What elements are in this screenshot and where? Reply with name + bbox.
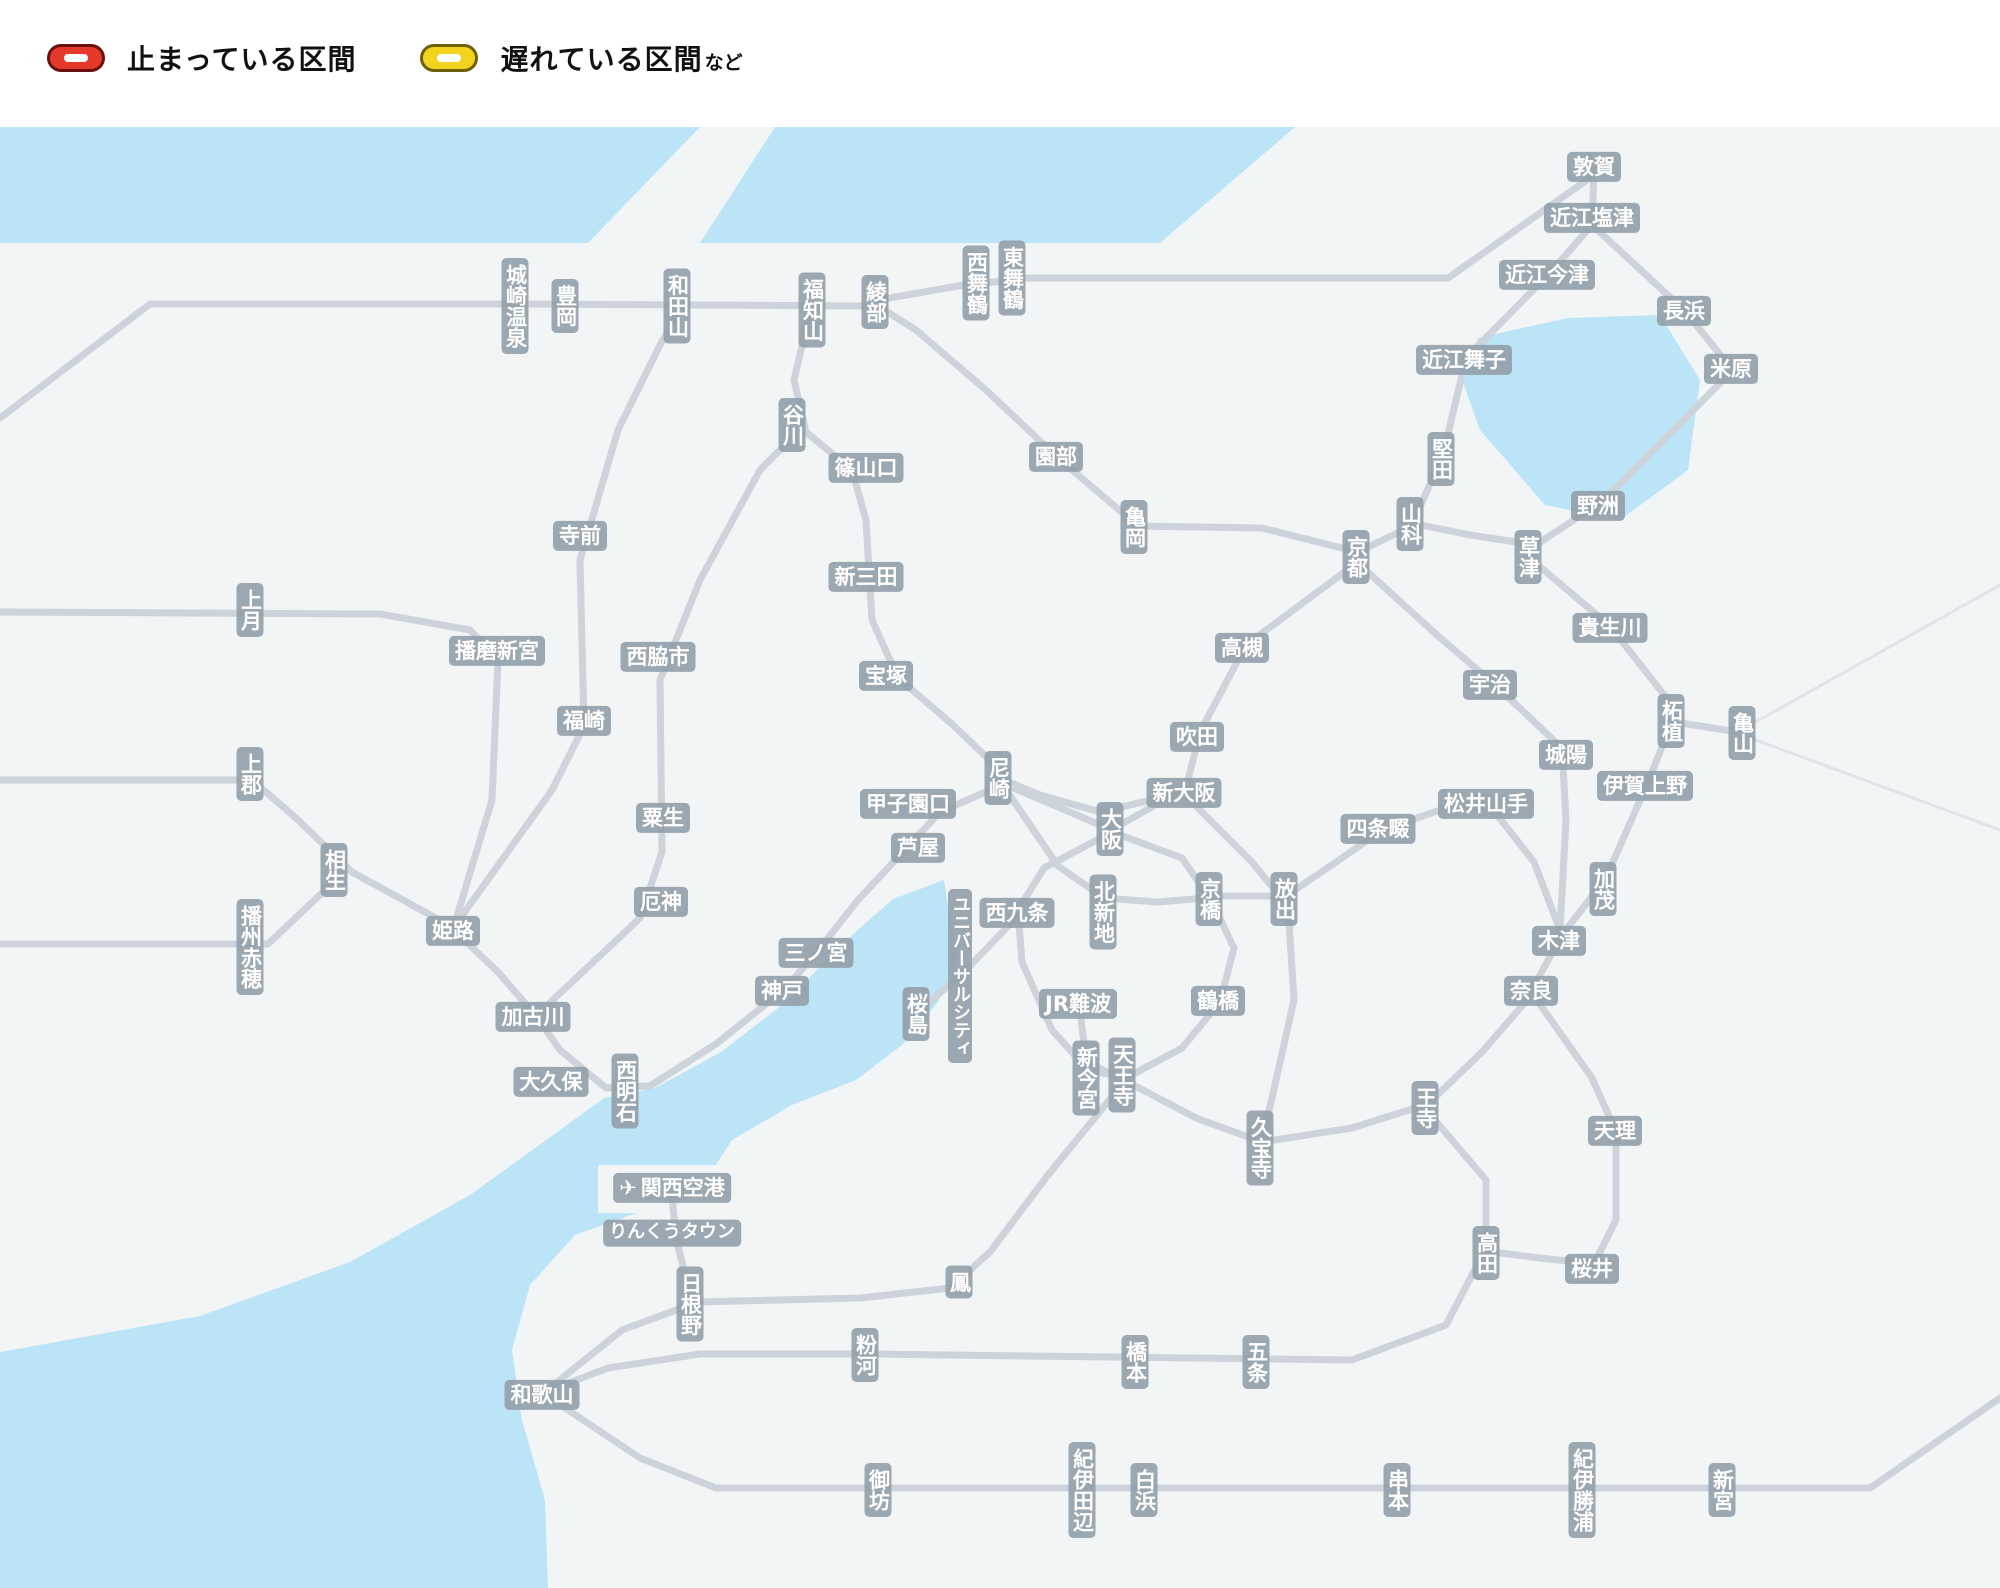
- legend-item-stopped: 止まっている区間: [47, 38, 356, 78]
- rail-line-tokaido-bypass: [1000, 776, 1190, 816]
- rail-line-hanwa: [544, 1078, 1128, 1394]
- legend-label-delayed-suffix: など: [704, 52, 743, 74]
- water-lake-biwa: [1462, 315, 1700, 520]
- rail-line-kansai-east: [1670, 718, 1742, 736]
- rail-line-nara-line: [1356, 561, 1570, 934]
- rail-line-hokuriku: [1588, 166, 1735, 372]
- legend-item-delayed: 遅れている区間 など: [420, 38, 743, 78]
- rail-line-tokai-2: [1743, 734, 2000, 832]
- rail-line-fukuchiyama-line: [790, 316, 1006, 776]
- stopped-line-icon: [47, 44, 105, 72]
- rail-line-ako-line: [0, 872, 344, 948]
- rail-line-tokai-1: [1743, 583, 2000, 730]
- legend-label-delayed: 遅れている区間: [500, 43, 703, 76]
- rail-line-osaka-higashi: [1184, 794, 1298, 1144]
- rail-line-yamatoji: [1120, 988, 1538, 1146]
- water-kanku-island: [598, 1165, 755, 1213]
- delayed-line-icon: [420, 44, 479, 72]
- water-sea-north-left: [0, 127, 700, 243]
- water-osaka-bay: [0, 880, 958, 1588]
- rail-line-sanin: [0, 300, 1362, 556]
- legend: 止まっている区間 遅れている区間 など: [47, 38, 743, 78]
- legend-label-stopped: 止まっている区間: [127, 43, 357, 76]
- rail-line-sanyo-west: [0, 776, 458, 932]
- water-sea-north-mid: [700, 127, 1295, 243]
- stopped-dash-icon: [64, 54, 88, 62]
- rail-line-bantan: [452, 314, 680, 928]
- rail-line-wakayama-line: [546, 1108, 1490, 1394]
- rail-line-kakogawa-line: [536, 434, 796, 1016]
- rail-line-sakurai-line: [1488, 992, 1620, 1268]
- rail-line-kinokuni: [546, 1394, 2000, 1492]
- water-layer: [0, 127, 1700, 1588]
- rail-line-maizuru: [874, 276, 1016, 304]
- delayed-dash-icon: [437, 54, 462, 62]
- legend-bar: 止まっている区間 遅れている区間 など: [0, 0, 2000, 127]
